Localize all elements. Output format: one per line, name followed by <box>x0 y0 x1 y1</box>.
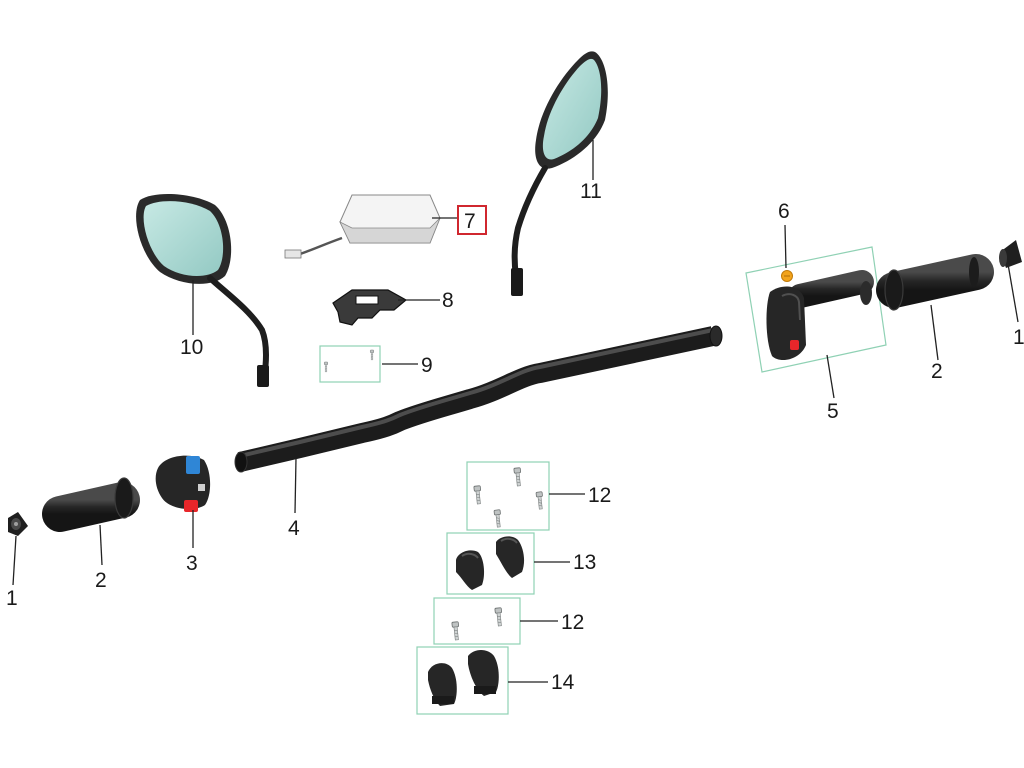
module-bracket <box>332 289 408 326</box>
mirror-right <box>511 51 608 296</box>
leader-lines <box>12 140 1019 683</box>
callout-12-lower: 12 <box>561 611 584 634</box>
callout-labels: 1 2 3 4 5 6 7 8 9 10 11 12 13 12 14 2 1 <box>6 180 1024 694</box>
clamp-bolts-lower <box>433 597 521 645</box>
mirror-left <box>136 193 269 387</box>
callout-1-right: 1 <box>1013 326 1024 349</box>
switch-left <box>155 455 211 512</box>
clamp-upper <box>446 532 535 595</box>
handlebar <box>234 325 723 473</box>
throttle-assembly <box>745 246 887 373</box>
callout-10: 10 <box>180 336 203 359</box>
callout-11: 11 <box>580 180 602 203</box>
callout-12-upper: 12 <box>588 484 611 507</box>
callout-13: 13 <box>573 551 596 574</box>
bracket-screws <box>319 345 381 383</box>
callout-2-left: 2 <box>95 569 107 592</box>
highlight-box <box>457 205 487 235</box>
throttle-screw <box>781 270 793 282</box>
grip-end-cap-left <box>8 512 28 536</box>
callout-2-right: 2 <box>931 360 943 383</box>
clamp-bolts-upper <box>466 461 550 531</box>
callout-3: 3 <box>186 552 198 575</box>
clamp-lower <box>416 646 509 715</box>
grip-end-cap-right <box>999 240 1022 268</box>
callout-7: 7 <box>464 210 476 233</box>
callout-1-left: 1 <box>6 587 18 610</box>
callout-4: 4 <box>288 517 300 540</box>
callout-14: 14 <box>551 671 575 694</box>
grip-right <box>876 254 994 311</box>
callout-6: 6 <box>778 200 790 223</box>
callout-5: 5 <box>827 400 839 423</box>
callout-9: 9 <box>421 354 433 377</box>
electronic-module <box>284 194 441 259</box>
callout-8: 8 <box>442 289 454 312</box>
grip-left <box>42 477 140 532</box>
